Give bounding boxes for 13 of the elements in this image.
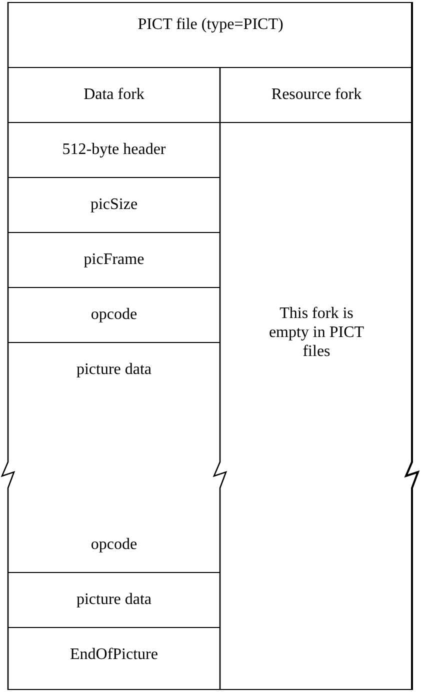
- field-cell: 512-byte header: [8, 123, 220, 178]
- field-cell: EndOfPicture: [8, 628, 220, 691]
- field-cell: picture data: [8, 343, 220, 398]
- field-cell: opcode: [8, 518, 220, 573]
- column-heading: Data fork: [82, 85, 146, 104]
- file-structure-box: [8, 2, 413, 690]
- field-cell: picFrame: [8, 233, 220, 288]
- field-cell: picSize: [8, 178, 220, 233]
- heading: PICT file (type=PICT): [136, 15, 284, 34]
- column-heading: Resource fork: [270, 85, 363, 104]
- note-text: This fork is empty in PICT files: [268, 304, 366, 361]
- field-cell: opcode: [8, 288, 220, 343]
- field-cell: picture data: [8, 573, 220, 628]
